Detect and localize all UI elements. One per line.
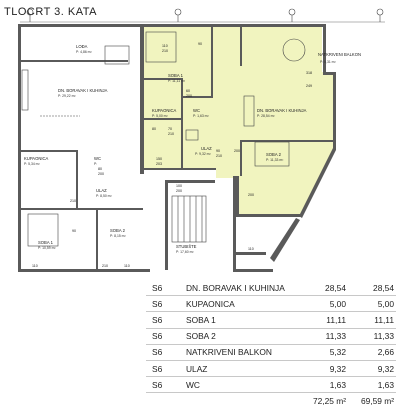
floor-plan-title: TLOCRT 3. KATA [4, 6, 97, 18]
furniture [21, 31, 306, 247]
room-bath-left-name: KUPAONICA [24, 156, 49, 161]
room-living-left-name: DN. BORAVAK I KUHINJA [58, 88, 108, 93]
room-entry-left-name: ULAZ [96, 188, 107, 193]
total-b: 69,59 m² [360, 395, 394, 406]
dim-label: 210 [216, 154, 222, 158]
interior-walls [18, 24, 334, 270]
dim-label: 100 [176, 184, 182, 188]
dim-label: 200 [234, 149, 240, 153]
room-entry-left-area: P: 8,50 m² [96, 194, 113, 198]
dim-label: 80 [152, 127, 156, 131]
dim-label: 210 [102, 264, 108, 268]
room-entry-right-area: P: 9,32 m² [195, 152, 212, 156]
dimension-labels: 110 210 60 200 80 70 210 90 210 200 100 … [32, 42, 312, 268]
dim-label: 200 [176, 189, 182, 193]
room-bath-right-area: P: 5,00 m² [152, 114, 169, 118]
room-balcony-name: NATKRIVENI BALKON [318, 52, 361, 57]
room-living-left-area: P: 29,22 m² [58, 94, 76, 98]
room-stair-area: P: 17,60 m² [176, 250, 194, 254]
dim-label: 210 [168, 132, 174, 136]
table-total-row: 72,25 m² 69,59 m² [146, 393, 396, 408]
dim-label: 318 [306, 71, 312, 75]
dim-label: 90 [72, 229, 76, 233]
dim-label: 110 [32, 264, 38, 268]
room-balcony-area: P: 5,31 m² [320, 60, 337, 64]
room-wc-left-area: P: [94, 162, 97, 166]
total-a: 72,25 m² [312, 395, 346, 406]
dim-label: 110 [248, 247, 254, 251]
dim-label: 60 [186, 89, 190, 93]
dim-label: 200 [248, 193, 254, 197]
room-stair-name: STUBIŠTE [176, 244, 197, 249]
dim-label: 249 [306, 84, 312, 88]
room-bath-right-name: KUPAONICA [152, 108, 177, 113]
room-bed1-right-name: SOBA 1 [168, 73, 184, 78]
dim-label: 203 [156, 162, 162, 166]
room-living-right-area: P: 28,54 m² [257, 114, 275, 118]
room-bed1-right-area: P: 11,11 m² [168, 79, 186, 83]
room-bed2-right-area: P: 11,33 m² [266, 158, 284, 162]
axis-markers [20, 8, 385, 23]
room-lodja-area: P: 4,86 m² [76, 50, 93, 54]
room-wc-right-name: WC [193, 108, 200, 113]
dim-label: 150 [156, 157, 162, 161]
room-lodja-name: LOĐA [76, 44, 88, 49]
room-labels: LOĐA P: 4,86 m² DN. BORAVAK I KUHINJA P:… [24, 44, 361, 254]
floor-plan-drawing: LOĐA P: 4,86 m² DN. BORAVAK I KUHINJA P:… [18, 8, 385, 272]
dim-label: 70 [168, 127, 172, 131]
room-bed1-left-name: SOBA 1 [38, 240, 54, 245]
dim-label: 210 [70, 199, 76, 203]
room-bed2-left-name: SOBA 2 [110, 228, 126, 233]
dim-label: 110 [162, 44, 168, 48]
room-bath-left-area: P: 5,34 m² [24, 162, 41, 166]
room-bed2-left-area: P: 8,15 m² [110, 234, 127, 238]
dim-label: 200 [186, 94, 192, 98]
outer-walls [18, 24, 336, 272]
room-living-right-name: DN. BORAVAK I KUHINJA [257, 108, 307, 113]
room-wc-right-area: P: 1,63 m² [193, 114, 210, 118]
dim-label: 90 [198, 42, 202, 46]
room-wc-left-name: WC [94, 156, 101, 161]
dim-label: 110 [124, 264, 130, 268]
room-bed1-left-area: P: 10,59 m² [38, 246, 56, 250]
dim-label: 90 [216, 149, 220, 153]
dim-label: 80 [98, 167, 102, 171]
room-bed2-right-name: SOBA 2 [266, 152, 282, 157]
staircase [171, 195, 207, 243]
dim-label: 200 [98, 172, 104, 176]
dim-label: 210 [162, 49, 168, 53]
room-entry-right-name: ULAZ [201, 146, 212, 151]
